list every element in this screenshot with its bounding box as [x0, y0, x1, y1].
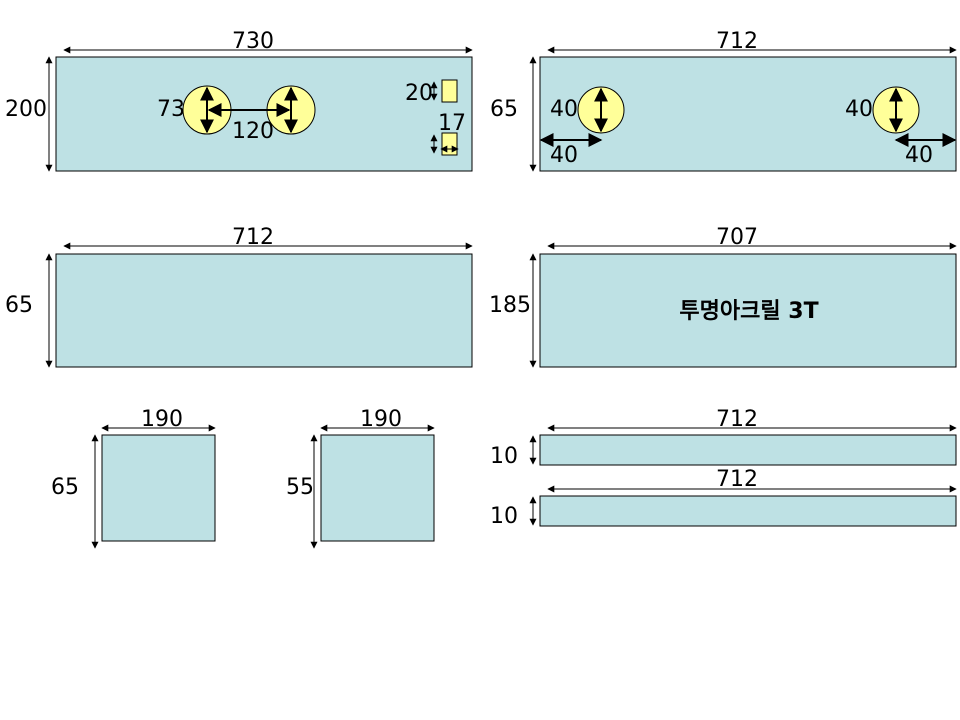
panel-2-right-offset-label: 40: [905, 143, 933, 168]
panel-1-width-label: 730: [232, 29, 274, 54]
panel-8: [539, 495, 957, 527]
panel-4-group: 707 185 투명아크릴 3T: [489, 225, 957, 368]
panel-4-width-label: 707: [716, 225, 758, 250]
panel-1-hole-spacing-label: 120: [232, 119, 274, 144]
panel-2-left-offset-label: 40: [550, 143, 578, 168]
panel-7: [539, 434, 957, 466]
panel-1-slot-width-label: 17: [438, 111, 466, 136]
panel-6-group: 190 55: [286, 407, 435, 549]
panel-5: [101, 434, 216, 542]
panel-8-width-label: 712: [716, 467, 758, 492]
panel-6-width-label: 190: [360, 407, 402, 432]
panel-7-height-label: 10: [490, 444, 518, 469]
panel-4-height-label: 185: [489, 293, 531, 318]
panel-1-slot-bottom: [441, 132, 458, 156]
panel-1: [55, 56, 473, 172]
panel-5-width-label: 190: [141, 407, 183, 432]
panel-5-height-label: 65: [51, 475, 79, 500]
panel-1-slot-top: [441, 79, 458, 103]
panel-8-group: 712 10: [490, 467, 957, 529]
panel-2-hole-left-dia-label: 40: [550, 97, 578, 122]
panel-3-width-label: 712: [232, 225, 274, 250]
panel-7-width-label: 712: [716, 407, 758, 432]
panel-1-slot-height-label: 20: [405, 81, 433, 106]
panel-6-height-label: 55: [286, 475, 314, 500]
panel-3: [55, 253, 473, 368]
panel-3-height-label: 65: [5, 293, 33, 318]
panel-2-height-label: 65: [490, 97, 518, 122]
panel-8-height-label: 10: [490, 504, 518, 529]
panel-3-group: 712 65: [5, 225, 473, 368]
panel-6: [320, 434, 435, 542]
panel-7-group: 712 10: [490, 407, 957, 469]
panel-4: [539, 253, 957, 368]
panel-1-hole-dia-label: 73: [157, 97, 185, 122]
panel-2-group: 712 65 40 40 40 40: [490, 29, 957, 172]
panel-1-height-label: 200: [5, 97, 47, 122]
panel-4-material-note: 투명아크릴 3T: [679, 299, 818, 324]
panel-1-group: 730 200 73 120 20 17: [5, 29, 473, 172]
panel-5-group: 190 65: [51, 407, 216, 549]
panel-2-hole-right-dia-label: 40: [845, 97, 873, 122]
panel-2-width-label: 712: [716, 29, 758, 54]
